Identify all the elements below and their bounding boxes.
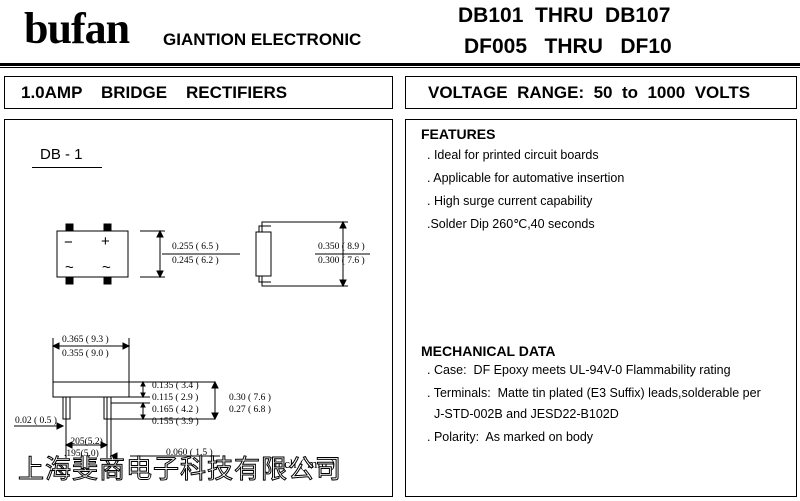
header-rule-thick <box>0 63 800 66</box>
dim-lead-width: 0.060 ( 1.5 ) <box>166 448 213 458</box>
mechanical-item: . Case: DF Epoxy meets UL-94V-0 Flammabi… <box>427 363 731 377</box>
features-item: . Applicable for automative insertion <box>427 171 625 185</box>
mechanical-list: . Case: DF Epoxy meets UL-94V-0 Flammabi… <box>427 362 761 445</box>
mechanical-title: MECHANICAL DATA <box>421 343 556 359</box>
dim-body-height-min: 0.245 ( 6.2 ) <box>172 256 219 266</box>
front-view-body <box>52 381 130 398</box>
top-view-pin-1 <box>65 223 74 232</box>
features-title: FEATURES <box>421 126 496 142</box>
dim-t1-min: 0.115 ( 2.9 ) <box>152 393 199 403</box>
part-number-line-2: DF005 THRU DF10 <box>464 35 672 58</box>
banner-right: VOLTAGE RANGE: 50 to 1000 VOLTS <box>405 76 797 109</box>
package-outline-drawing <box>14 220 370 460</box>
dim-lead-thickness: 0.02 ( 0.5 ) <box>15 416 57 426</box>
dim-overall-min: 0.27 ( 6.8 ) <box>229 405 271 415</box>
dim-width-max: 0.365 ( 9.3 ) <box>62 335 109 345</box>
features-item: . Ideal for printed circuit boards <box>427 148 599 162</box>
company-name: GIANTION ELECTRONIC <box>163 30 362 49</box>
dim-width-min: 0.355 ( 9.0 ) <box>62 349 109 359</box>
banner-right-text: VOLTAGE RANGE: 50 to 1000 VOLTS <box>428 82 751 102</box>
features-item: . High surge current capability <box>427 194 593 208</box>
dim-t2-max: 0.165 ( 4.2 ) <box>152 405 199 415</box>
dim-side-min: 0.300 ( 7.6 ) <box>318 256 365 266</box>
dim-t2-min: 0.155 ( 3.9 ) <box>152 417 199 427</box>
package-drawing-panel <box>4 119 393 497</box>
pin-minus-symbol: − <box>64 234 73 251</box>
pin-ac-symbol-right: ~ <box>102 259 111 276</box>
banner-left-text: 1.0AMP BRIDGE RECTIFIERS <box>21 82 288 102</box>
mechanical-item: J-STD-002B and JESD22-B102D <box>427 407 619 421</box>
features-item: .Solder Dip 260℃,40 seconds <box>427 217 595 231</box>
top-view-body <box>56 230 129 278</box>
dim-side-max: 0.350 ( 8.9 ) <box>318 242 365 252</box>
dim-overall-max: 0.30 ( 7.6 ) <box>229 393 271 403</box>
top-view-pin-4 <box>103 276 112 285</box>
dim-t1-max: 0.135 ( 3.4 ) <box>152 381 199 391</box>
side-view-body <box>255 231 272 277</box>
top-view-pin-3 <box>65 276 74 285</box>
company-watermark: 上海斐商电子科技有限公司 <box>17 455 343 486</box>
specs-panel <box>405 119 797 497</box>
features-list: . Ideal for printed circuit boards . App… <box>427 147 624 232</box>
banner-left: 1.0AMP BRIDGE RECTIFIERS <box>4 76 393 109</box>
units-label: inch ( mm ) <box>274 456 336 471</box>
dim-pitch-min: .195(5.0) <box>64 449 99 459</box>
part-number-line-1: DB101 THRU DB107 <box>458 4 671 27</box>
dim-body-height-max: 0.255 ( 6.5 ) <box>172 242 219 252</box>
package-label: DB - 1 <box>40 146 83 163</box>
mechanical-item: . Polarity: As marked on body <box>427 430 594 444</box>
header-rule-thin <box>0 67 800 68</box>
pin-plus-symbol: + <box>101 233 110 250</box>
dim-pitch-max: .205(5.2) <box>68 437 103 447</box>
brand-logo: bufan <box>24 4 130 53</box>
pin-ac-symbol-left: ~ <box>65 259 74 276</box>
mechanical-item: . Terminals: Matte tin plated (E3 Suffix… <box>427 386 761 400</box>
package-label-underline <box>32 167 102 168</box>
top-view-pin-2 <box>103 223 112 232</box>
